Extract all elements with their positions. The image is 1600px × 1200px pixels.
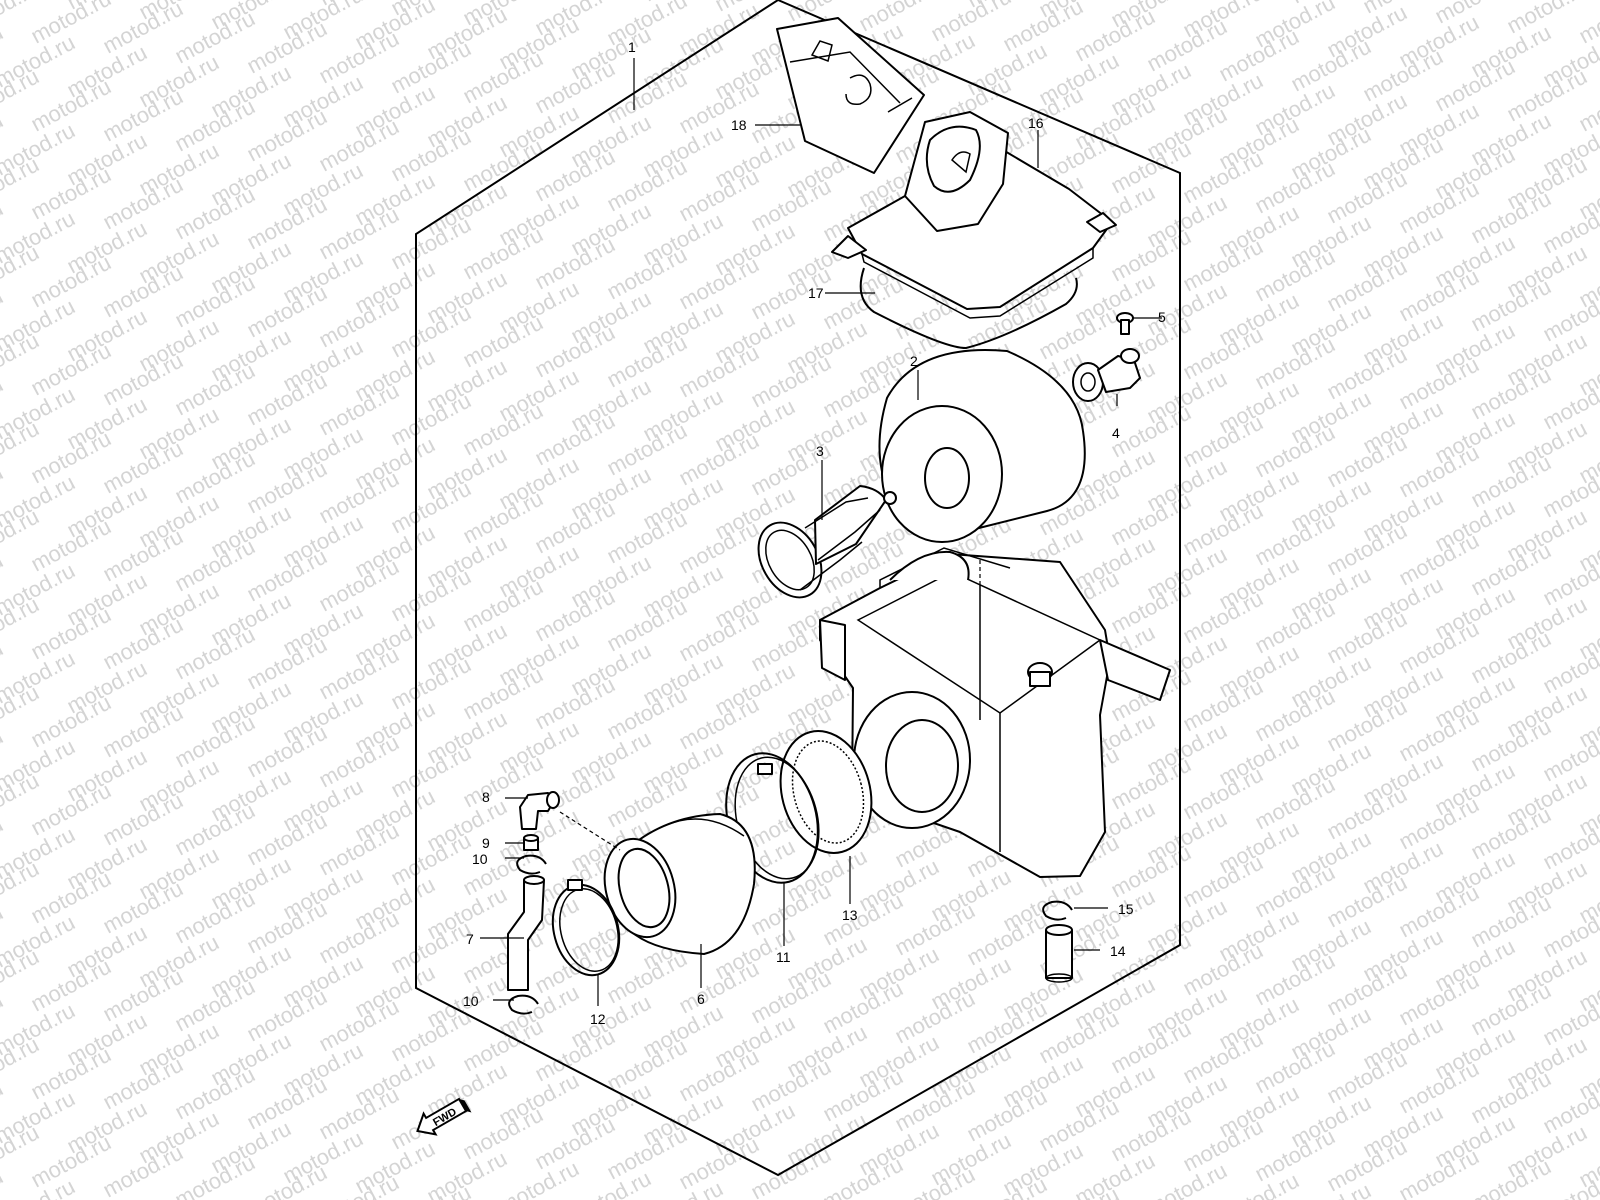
- callout-11: 11: [776, 949, 791, 965]
- callout-12: 12: [590, 1011, 606, 1027]
- callout-6: 6: [697, 991, 705, 1007]
- watermark-text: motod.ru: [0, 1164, 7, 1200]
- part-14-drain-tube: [1045, 924, 1073, 983]
- part-15-drain-clip: [1042, 900, 1073, 921]
- callout-1: 1: [628, 39, 636, 55]
- part-10-clip-upper: [516, 854, 547, 875]
- callout-16: 16: [1028, 115, 1044, 131]
- part-5-screw: [1116, 312, 1134, 335]
- assembly-boundary: [415, 0, 1181, 1177]
- callout-8: 8: [482, 789, 490, 805]
- callout-17: 17: [808, 285, 824, 301]
- callout-14: 14: [1110, 943, 1126, 959]
- callout-labels: 1 2 3 4 5 6 7 8 9 10 10 11 12 13 14 15 1…: [463, 39, 1166, 1027]
- callout-5: 5: [1158, 309, 1166, 325]
- part-8-elbow-fitting: [519, 791, 560, 830]
- callout-13: 13: [842, 907, 858, 923]
- callout-18: 18: [731, 117, 747, 133]
- part-3-element-frame: [757, 485, 897, 599]
- callout-2: 2: [910, 353, 918, 369]
- part-10-clip-lower: [508, 994, 539, 1015]
- part-16-cover: [831, 111, 1117, 319]
- callout-4: 4: [1112, 425, 1120, 441]
- part-2-filter-element: [878, 349, 1086, 543]
- part-17-seal: [859, 267, 1078, 350]
- part-1-case: [819, 547, 1171, 878]
- part-13-screen: [779, 730, 873, 854]
- callout-3: 3: [816, 443, 824, 459]
- part-18-cap: [776, 17, 925, 174]
- part-7-breather-hose: [507, 875, 545, 991]
- callout-10-lower: 10: [463, 993, 479, 1009]
- leader-lines: [480, 58, 1162, 1006]
- part-4-drain-cap: [1072, 348, 1141, 402]
- part-9-plug: [523, 834, 539, 851]
- callout-7: 7: [466, 931, 474, 947]
- callout-10-upper: 10: [472, 851, 488, 867]
- part-6-inlet-duct: [603, 813, 756, 955]
- callout-15: 15: [1118, 901, 1134, 917]
- callout-9: 9: [482, 835, 490, 851]
